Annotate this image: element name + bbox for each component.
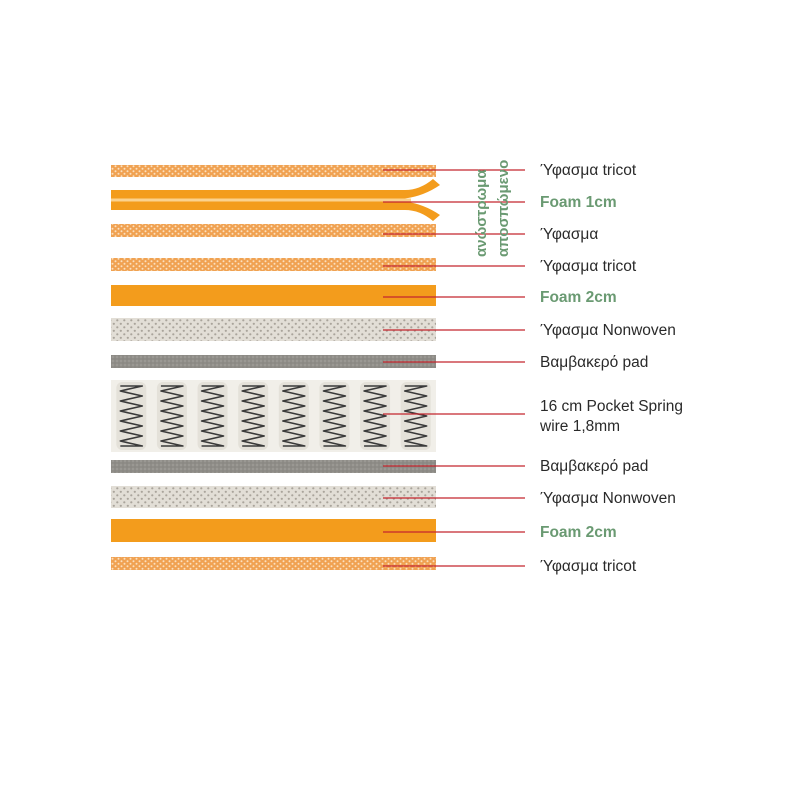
spring-pocket	[319, 382, 350, 450]
layer-label: Ύφασμα tricot	[540, 558, 637, 575]
foam-split-gap	[111, 198, 411, 202]
layer-pad-bottom: Βαμβακερό pad	[111, 458, 648, 475]
layer-tricot-top: Ύφασμα tricot	[111, 162, 637, 179]
spring-pocket	[400, 382, 431, 450]
spring-coil	[282, 385, 306, 447]
layer-label: Ύφασμα tricot	[540, 258, 637, 275]
tricot-fabric-band	[111, 258, 436, 271]
foam-band	[111, 285, 436, 306]
spring-coil	[119, 385, 144, 447]
cotton-pad-band	[111, 460, 436, 473]
tricot-fabric-band	[111, 557, 436, 570]
side-note-line1: ανώστρωμα	[473, 169, 490, 257]
spring-coil	[200, 385, 225, 447]
layer-tricot-bottom: Ύφασμα tricot	[111, 557, 637, 575]
layer-label: Ύφασμα Nonwoven	[540, 490, 676, 507]
foam-split-top	[111, 179, 440, 199]
layer-foam-2cm-top: Foam 2cm	[111, 285, 617, 306]
layer-label: Foam 1cm	[540, 194, 617, 211]
spring-coil	[322, 385, 347, 447]
spring-coil	[363, 385, 387, 447]
layer-label: Ύφασμα tricot	[540, 162, 637, 179]
layer-pocket-spring: 16 cm Pocket Spring wire 1,8mm	[111, 380, 683, 452]
spring-coil	[241, 385, 265, 447]
layer-fabric: Ύφασμα	[111, 224, 598, 243]
tricot-fabric-band	[111, 165, 436, 177]
layer-label: 16 cm Pocket Spring	[540, 398, 683, 415]
detachable-topper-note: ανώστρωμα αποσπώμενο	[473, 160, 512, 257]
spring-pocket	[116, 382, 147, 450]
layer-pad-top: Βαμβακερό pad	[111, 354, 648, 371]
tricot-fabric-band	[111, 224, 436, 237]
spring-pocket	[360, 382, 391, 450]
nonwoven-band	[111, 486, 436, 508]
side-note-line2: αποσπώμενο	[495, 160, 512, 257]
layer-label: Foam 2cm	[540, 289, 617, 306]
cotton-pad-band	[111, 355, 436, 368]
layer-label-line2: wire 1,8mm	[539, 418, 620, 435]
layer-foam-1cm: Foam 1cm	[111, 179, 617, 221]
nonwoven-band	[111, 318, 436, 341]
spring-coil	[403, 385, 428, 447]
foam-split-bottom	[111, 201, 440, 221]
layer-label: Βαμβακερό pad	[540, 354, 648, 371]
layer-label: Ύφασμα	[540, 226, 598, 243]
layer-nonwoven-top: Ύφασμα Nonwoven	[111, 318, 676, 341]
spring-coil	[160, 385, 184, 447]
spring-pocket	[197, 382, 228, 450]
layer-tricot-2: Ύφασμα tricot	[111, 258, 637, 275]
layer-foam-2cm-bottom: Foam 2cm	[111, 519, 617, 542]
spring-pocket	[278, 382, 309, 450]
foam-band	[111, 519, 436, 542]
spring-pocket	[156, 382, 187, 450]
spring-pocket	[238, 382, 269, 450]
layer-nonwoven-bottom: Ύφασμα Nonwoven	[111, 486, 676, 508]
layer-label: Ύφασμα Nonwoven	[540, 322, 676, 339]
layer-label: Βαμβακερό pad	[540, 458, 648, 475]
layer-label: Foam 2cm	[540, 524, 617, 541]
